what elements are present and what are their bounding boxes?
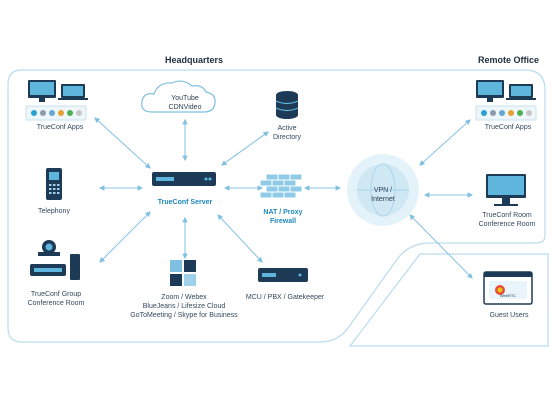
mcu-box-icon [258,268,308,282]
active-directory-label: Active Directory [262,124,312,142]
vpn-label: VPN / Internet [363,186,403,204]
firewall-icon [259,173,303,199]
link-apps-server [94,117,151,169]
cdn-label: YouTube CDNVideo [155,94,215,112]
puzzle-icon [170,260,196,286]
remote-room-line-2: Conference Room [478,221,536,228]
headquarters-title: Headquarters [165,55,224,65]
active-directory-line-2: Directory [272,134,301,141]
server-box-icon [152,172,216,186]
vpn-label-line-2: Internet [371,196,395,203]
nat-label-line-2: Firewall [269,218,297,225]
cdn-label-line-2: CDNVideo [168,104,202,111]
link-vpn-remoteapps [419,119,471,166]
vpn-label-line-1: VPN / [373,187,393,194]
third-party-line-1: Zoom / Webex [161,294,207,301]
third-party-line-2: BlueJeans / Lifesize Cloud [142,303,226,310]
link-mcu-server [217,214,263,263]
group-room-line-1: TrueConf Group [30,291,82,298]
webrtc-badge: WebRTC [499,293,517,298]
link-vpn-guests [409,214,473,279]
remote-office-frame [348,253,549,347]
headquarters-frame [7,69,546,343]
group-room-line-2: Conference Room [27,300,85,307]
remote-room-label: TrueConf Room Conference Room [472,211,542,229]
group-room-label: TrueConf Group Conference Room [20,290,92,308]
third-party-label: Zoom / Webex BlueJeans / Lifesize Cloud … [122,293,246,320]
nat-label: NAT / Proxy Firewall [258,208,308,226]
active-directory-line-1: Active [277,125,297,132]
mcu-label: MCU / PBX / Gatekeeper [245,294,325,301]
remote-apps-devices [475,80,537,121]
remote-apps-label: TrueConf Apps [484,124,532,131]
remote-room-line-1: TrueConf Room [482,212,532,219]
guest-users-label: Guest Users [489,312,529,319]
third-party-line-3: GoToMeeting / Skype for Business [130,312,238,319]
cdn-label-line-1: YouTube [171,95,199,102]
phone-icon [46,168,62,200]
group-camera-icon [30,240,80,280]
globe-icon [347,154,419,226]
remote-office-title: Remote Office [478,55,540,65]
conference-room-icon [486,174,526,206]
server-label: TrueConf Server [157,199,213,206]
hq-apps-label: TrueConf Apps [36,124,84,131]
cdn-cloud [141,80,216,113]
hq-apps-devices [25,80,88,121]
link-ad-server [221,131,269,166]
nat-label-line-1: NAT / Proxy [263,209,303,216]
browser-window-icon [483,271,533,305]
telephony-label: Telephony [38,208,70,215]
database-icon [275,91,299,119]
link-group-server [99,211,151,263]
